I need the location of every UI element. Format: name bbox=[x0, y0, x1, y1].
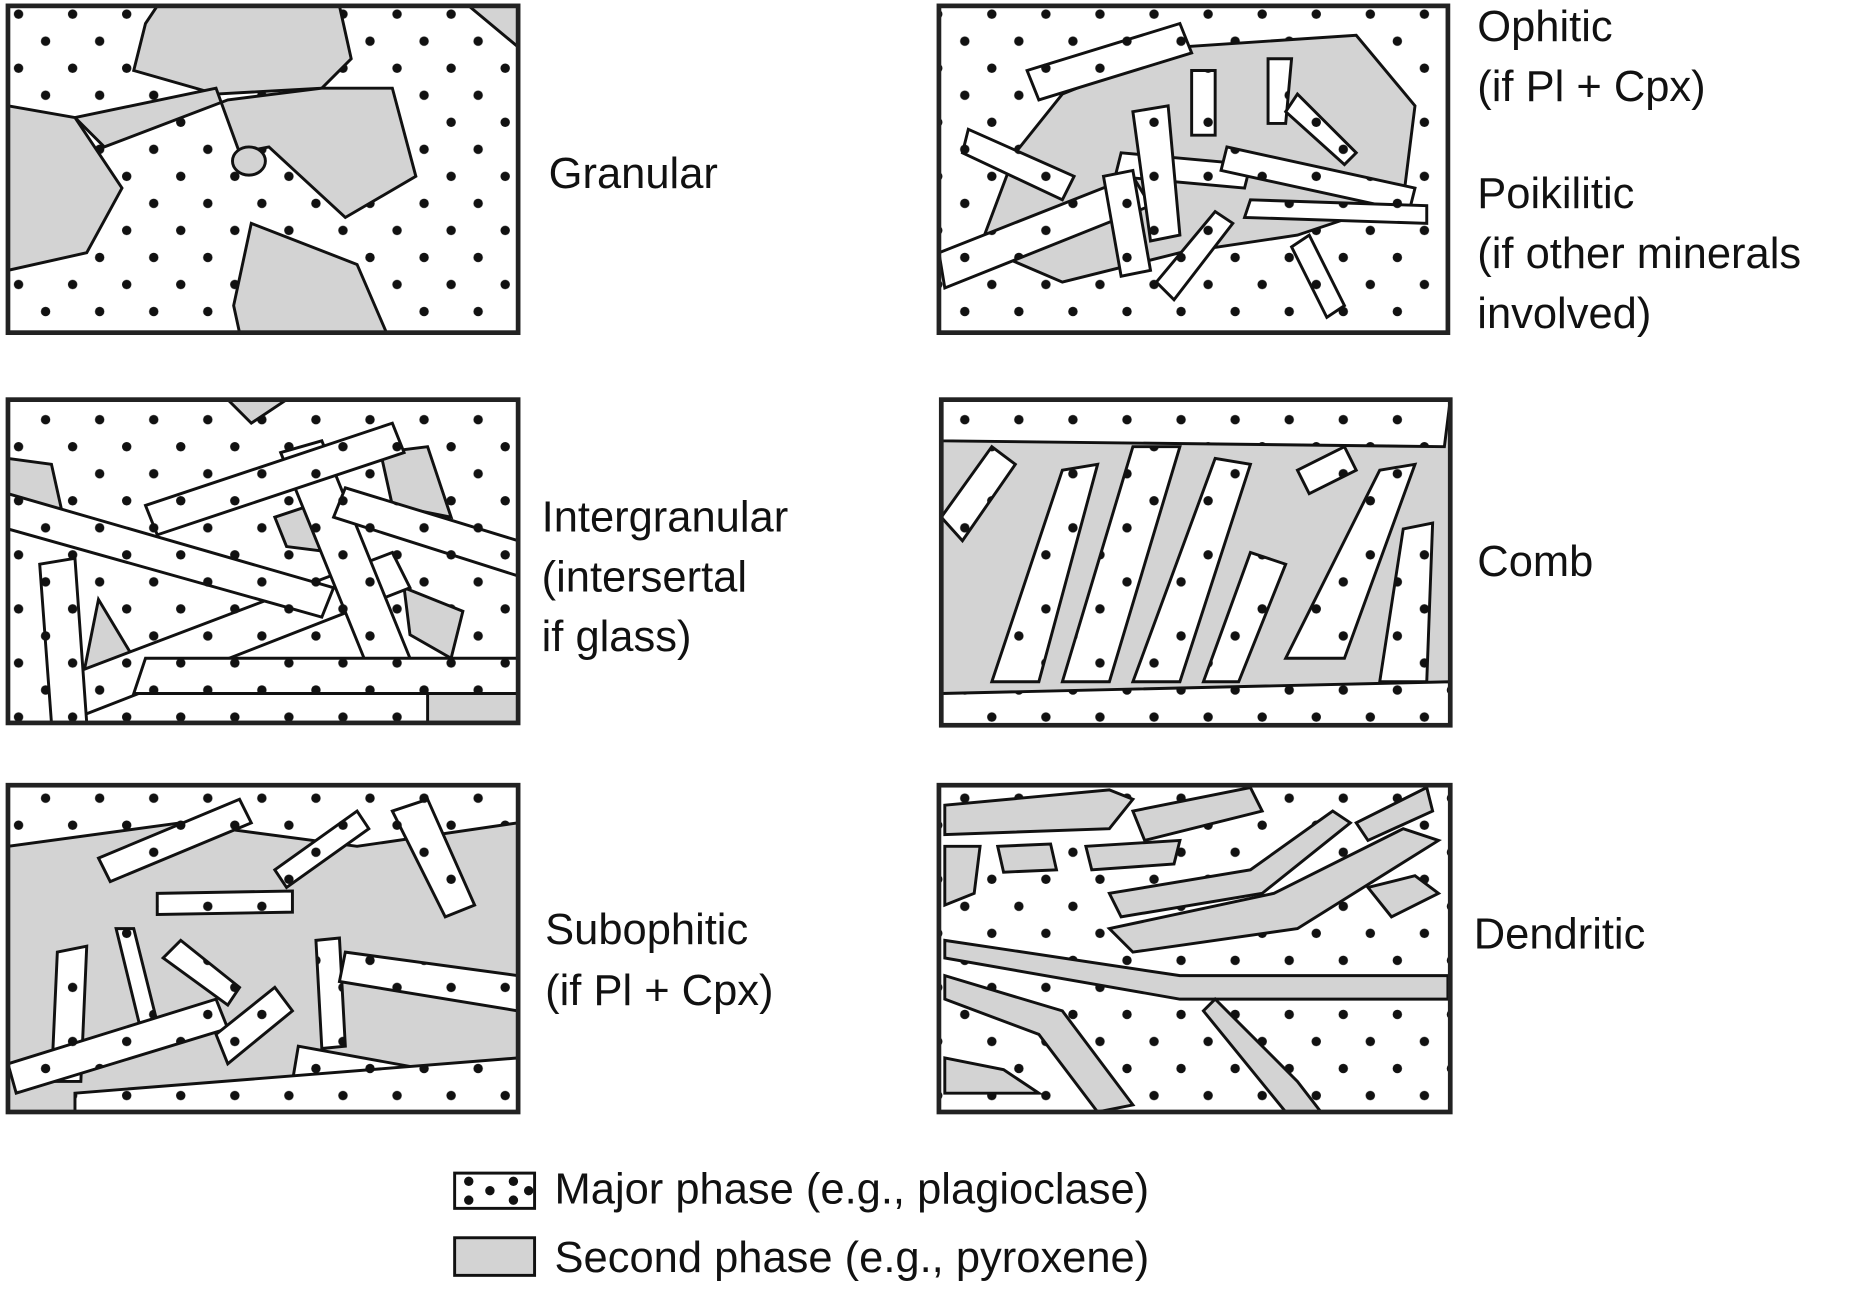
svg-text:Granular: Granular bbox=[549, 150, 718, 198]
label-ophitic: Ophitic (if Pl + Cpx) Poikilitic (if oth… bbox=[1477, 3, 1801, 338]
panel-granular bbox=[5, 3, 521, 336]
panel-comb bbox=[938, 397, 1453, 728]
legend-second-swatch bbox=[453, 1236, 537, 1277]
legend-second-label: Second phase (e.g., pyroxene) bbox=[555, 1234, 1150, 1282]
svg-text:Dendritic: Dendritic bbox=[1474, 911, 1646, 959]
panel-intergranular bbox=[5, 397, 521, 726]
svg-text:Comb: Comb bbox=[1477, 538, 1593, 586]
svg-text:Intergranular: Intergranular bbox=[542, 493, 789, 541]
panel-ophitic bbox=[936, 3, 1451, 336]
svg-text:(if Pl + Cpx): (if Pl + Cpx) bbox=[1477, 63, 1705, 111]
legend: Major phase (e.g., plagioclase) Second p… bbox=[453, 1166, 1150, 1282]
label-intergranular: Intergranular (intersertal if glass) bbox=[542, 493, 789, 661]
svg-text:Poikilitic: Poikilitic bbox=[1477, 170, 1634, 218]
legend-major-label: Major phase (e.g., plagioclase) bbox=[555, 1166, 1150, 1214]
label-dendritic: Dendritic bbox=[1474, 911, 1646, 959]
svg-text:(if Pl + Cpx): (if Pl + Cpx) bbox=[545, 967, 773, 1015]
svg-text:(if other minerals: (if other minerals bbox=[1477, 230, 1801, 278]
svg-text:Subophitic: Subophitic bbox=[545, 906, 748, 954]
svg-text:(intersertal: (intersertal bbox=[542, 553, 747, 601]
svg-text:involved): involved) bbox=[1477, 290, 1651, 338]
legend-major-swatch bbox=[453, 1171, 537, 1210]
label-granular: Granular bbox=[549, 150, 718, 198]
svg-text:Ophitic: Ophitic bbox=[1477, 3, 1612, 51]
label-comb: Comb bbox=[1477, 538, 1593, 586]
svg-text:if glass): if glass) bbox=[542, 613, 692, 661]
panel-subophitic bbox=[5, 782, 521, 1115]
label-subophitic: Subophitic (if Pl + Cpx) bbox=[545, 906, 773, 1015]
panel-dendritic bbox=[936, 782, 1453, 1115]
